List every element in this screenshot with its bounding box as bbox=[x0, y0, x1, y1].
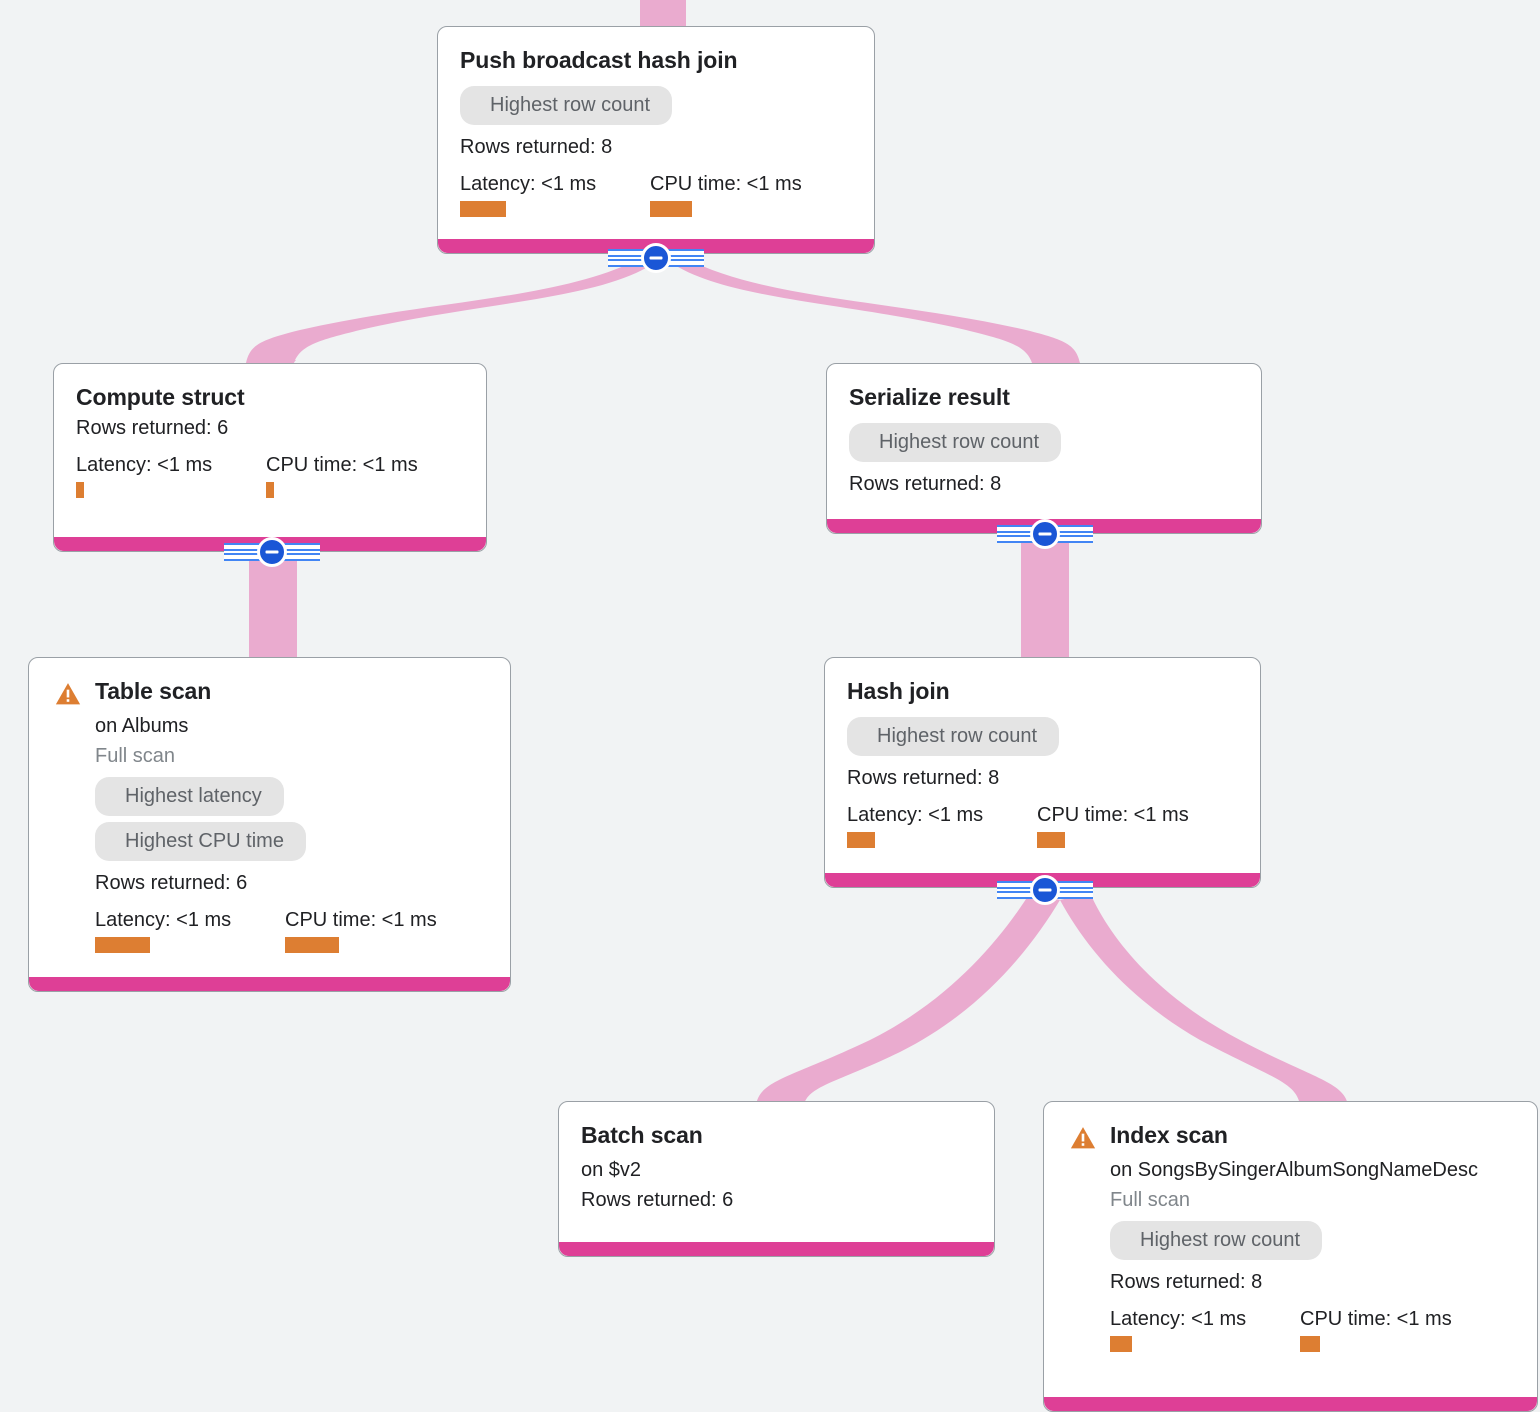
minus-circle-icon bbox=[1030, 519, 1060, 549]
latency-metric: Latency: <1 ms bbox=[76, 454, 266, 499]
cpu-label: CPU time: <1 ms bbox=[1300, 1308, 1452, 1331]
latency-metric: Latency: <1 ms bbox=[460, 173, 650, 218]
metrics-row: Latency: <1 ms CPU time: <1 ms bbox=[76, 454, 464, 499]
rows-returned: Rows returned: 8 bbox=[849, 473, 1002, 496]
latency-metric: Latency: <1 ms bbox=[95, 909, 285, 954]
node-body: Batch scan on $v2 Rows returned: 6 bbox=[559, 1102, 994, 1233]
plan-node-push-broadcast-hash-join[interactable]: Push broadcast hash join Highest row cou… bbox=[437, 26, 875, 254]
node-status-bar bbox=[29, 977, 510, 991]
collapse-toggle-compute-struct[interactable] bbox=[224, 537, 320, 567]
plan-node-index-scan[interactable]: Index scan on SongsBySingerAlbumSongName… bbox=[1043, 1101, 1538, 1412]
latency-label: Latency: <1 ms bbox=[847, 804, 984, 827]
node-body: Hash join Highest row count Rows returne… bbox=[825, 658, 1260, 866]
latency-bar bbox=[76, 482, 84, 499]
rows-returned: Rows returned: 6 bbox=[76, 417, 229, 440]
minus-circle-icon bbox=[641, 243, 671, 273]
node-title: Table scan bbox=[95, 678, 212, 704]
node-status-bar bbox=[559, 1242, 994, 1256]
node-title: Batch scan bbox=[581, 1122, 703, 1148]
plan-node-serialize-result[interactable]: Serialize result Highest row count Rows … bbox=[826, 363, 1262, 534]
collapse-toggle-hash-join[interactable] bbox=[997, 875, 1093, 905]
metrics-row: Latency: <1 ms CPU time: <1 ms bbox=[847, 804, 1238, 849]
cpu-label: CPU time: <1 ms bbox=[266, 454, 418, 477]
node-target: on SongsBySingerAlbumSongNameDesc bbox=[1110, 1159, 1478, 1182]
latency-label: Latency: <1 ms bbox=[1110, 1308, 1247, 1331]
node-scan-note: Full scan bbox=[95, 745, 176, 768]
metrics-row: Latency: <1 ms CPU time: <1 ms bbox=[95, 909, 488, 954]
cpu-bar bbox=[285, 937, 339, 954]
collapse-toggle-serialize-result[interactable] bbox=[997, 519, 1093, 549]
plan-node-table-scan[interactable]: Table scan on Albums Full scan Highest l… bbox=[28, 657, 511, 992]
badge-highest-row-count: Highest row count bbox=[849, 423, 1062, 463]
rows-returned: Rows returned: 6 bbox=[581, 1189, 734, 1212]
cpu-metric: CPU time: <1 ms bbox=[285, 909, 437, 954]
node-body: Serialize result Highest row count Rows … bbox=[827, 364, 1261, 514]
rows-returned: Rows returned: 6 bbox=[95, 872, 248, 895]
collapse-toggle-push-broadcast-hash-join[interactable] bbox=[608, 243, 704, 273]
cpu-bar bbox=[1037, 832, 1065, 849]
latency-label: Latency: <1 ms bbox=[76, 454, 213, 477]
latency-bar bbox=[95, 937, 150, 954]
cpu-metric: CPU time: <1 ms bbox=[1037, 804, 1189, 849]
badge-highest-row-count: Highest row count bbox=[847, 717, 1060, 757]
node-body: Index scan on SongsBySingerAlbumSongName… bbox=[1044, 1102, 1537, 1370]
latency-label: Latency: <1 ms bbox=[95, 909, 232, 932]
edge-hash-join-to-batch-scan bbox=[756, 893, 1060, 1105]
badge-highest-row-count: Highest row count bbox=[1110, 1221, 1323, 1261]
plan-node-compute-struct[interactable]: Compute struct Rows returned: 6 Latency:… bbox=[53, 363, 487, 552]
node-title: Compute struct bbox=[76, 384, 245, 410]
cpu-bar bbox=[650, 201, 692, 218]
node-body: Push broadcast hash join Highest row cou… bbox=[438, 27, 874, 235]
latency-metric: Latency: <1 ms bbox=[847, 804, 1037, 849]
node-title: Index scan bbox=[1110, 1122, 1228, 1148]
badge-highest-cpu-time: Highest CPU time bbox=[95, 822, 306, 862]
cpu-bar bbox=[1300, 1336, 1320, 1353]
rows-returned: Rows returned: 8 bbox=[460, 136, 613, 159]
cpu-metric: CPU time: <1 ms bbox=[650, 173, 802, 218]
cpu-metric: CPU time: <1 ms bbox=[1300, 1308, 1452, 1353]
latency-label: Latency: <1 ms bbox=[460, 173, 597, 196]
node-status-bar bbox=[1044, 1397, 1537, 1411]
edge-root-to-compute-struct bbox=[246, 258, 656, 363]
cpu-label: CPU time: <1 ms bbox=[285, 909, 437, 932]
node-title: Serialize result bbox=[849, 384, 1010, 410]
cpu-bar bbox=[266, 482, 274, 499]
cpu-label: CPU time: <1 ms bbox=[1037, 804, 1189, 827]
minus-circle-icon bbox=[257, 537, 287, 567]
metrics-row: Latency: <1 ms CPU time: <1 ms bbox=[460, 173, 852, 218]
node-title: Hash join bbox=[847, 678, 950, 704]
badge-highest-row-count: Highest row count bbox=[460, 86, 673, 126]
latency-bar bbox=[1110, 1336, 1132, 1353]
plan-node-batch-scan[interactable]: Batch scan on $v2 Rows returned: 6 bbox=[558, 1101, 995, 1257]
latency-bar bbox=[847, 832, 875, 849]
node-target: on $v2 bbox=[581, 1159, 642, 1182]
plan-node-hash-join[interactable]: Hash join Highest row count Rows returne… bbox=[824, 657, 1261, 888]
edge-hash-join-to-index-scan bbox=[1060, 893, 1348, 1105]
edge-root-to-serialize-result bbox=[670, 258, 1080, 363]
edge-serialize-result-to-hash-join bbox=[1021, 534, 1069, 662]
badge-list: Highest latency Highest CPU time bbox=[95, 771, 488, 865]
node-body: Compute struct Rows returned: 6 Latency:… bbox=[54, 364, 486, 516]
badge-highest-latency: Highest latency bbox=[95, 777, 284, 817]
latency-metric: Latency: <1 ms bbox=[1110, 1308, 1300, 1353]
minus-circle-icon bbox=[1030, 875, 1060, 905]
latency-bar bbox=[460, 201, 506, 218]
cpu-label: CPU time: <1 ms bbox=[650, 173, 802, 196]
warning-triangle-icon bbox=[1070, 1127, 1096, 1149]
node-title: Push broadcast hash join bbox=[460, 47, 738, 73]
cpu-metric: CPU time: <1 ms bbox=[266, 454, 418, 499]
rows-returned: Rows returned: 8 bbox=[847, 767, 1000, 790]
metrics-row: Latency: <1 ms CPU time: <1 ms bbox=[1110, 1308, 1515, 1353]
edge-compute-struct-to-table-scan bbox=[249, 552, 297, 662]
node-body: Table scan on Albums Full scan Highest l… bbox=[29, 658, 510, 971]
node-target: on Albums bbox=[95, 715, 189, 738]
rows-returned: Rows returned: 8 bbox=[1110, 1271, 1263, 1294]
node-scan-note: Full scan bbox=[1110, 1189, 1191, 1212]
warning-triangle-icon bbox=[55, 683, 81, 705]
